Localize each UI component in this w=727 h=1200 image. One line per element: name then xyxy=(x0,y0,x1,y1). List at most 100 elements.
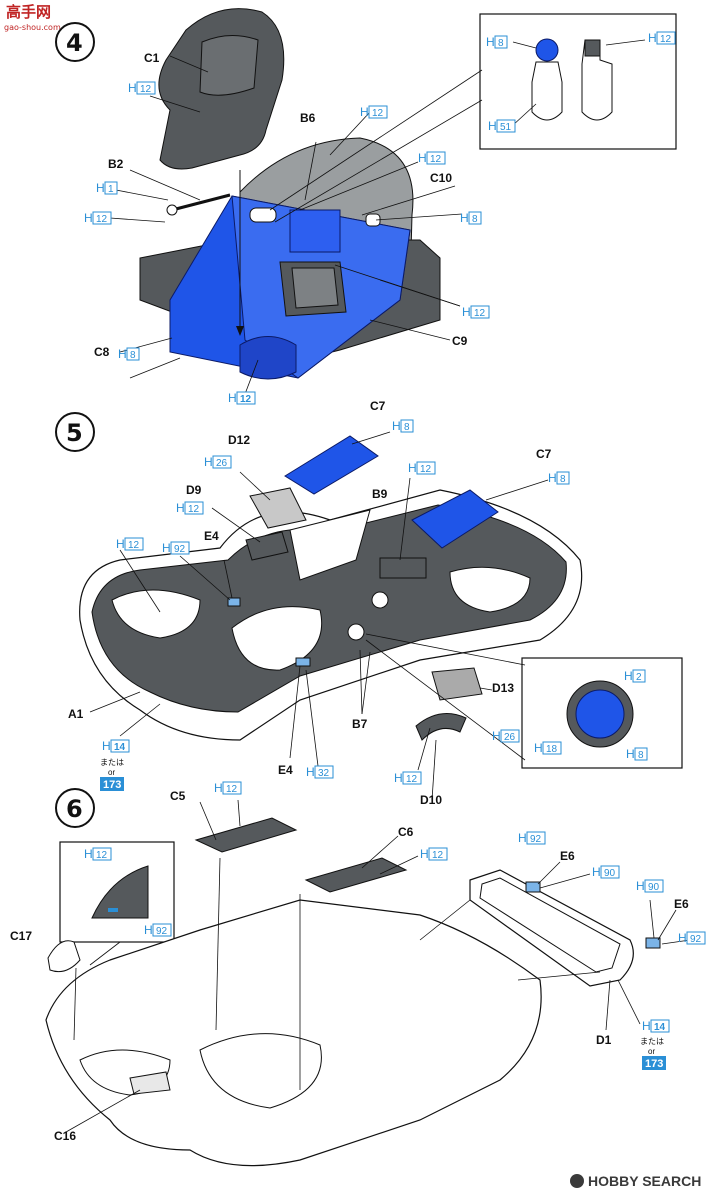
part-d13 xyxy=(431,667,483,701)
paint-number: 12 xyxy=(140,84,152,95)
label-c1: C1 xyxy=(144,51,160,65)
paint-box xyxy=(170,541,190,555)
paint-box xyxy=(236,391,256,405)
paint-box xyxy=(468,211,482,225)
inset-gauge-face xyxy=(575,689,625,739)
inset-gray-tab xyxy=(584,39,601,57)
watermark-logo: 高手网 gao-shou.com xyxy=(4,3,61,32)
inset-c17-gray xyxy=(91,865,149,919)
paint-prefix: H xyxy=(360,105,369,119)
paint-prefix: H xyxy=(678,931,687,945)
paint-number: 90 xyxy=(648,882,660,893)
step-6-number: 6 xyxy=(66,795,83,823)
paint-box xyxy=(428,847,448,861)
paint-number: 12 xyxy=(96,850,108,861)
alt-matawa: または xyxy=(100,758,124,767)
footer-watermark: HOBBY SEARCH xyxy=(570,1173,701,1189)
label-d13: D13 xyxy=(492,681,514,695)
paint-number: 12 xyxy=(420,464,432,475)
paint-box xyxy=(212,455,232,469)
alt-code-d1: 173 xyxy=(645,1058,663,1070)
inset-part-left xyxy=(531,61,563,121)
paint-prefix: H xyxy=(162,541,171,555)
paint-prefix: H xyxy=(624,669,633,683)
paint-box xyxy=(644,879,664,893)
paint-box xyxy=(402,771,422,785)
cover-c7-right xyxy=(411,489,499,549)
paint-number: 8 xyxy=(560,474,566,485)
label-c7-right: C7 xyxy=(536,447,552,461)
label-c7-left: C7 xyxy=(370,399,386,413)
paint-prefix: H xyxy=(228,391,237,405)
paint-number: 26 xyxy=(504,732,516,743)
paint-number: 12 xyxy=(432,850,444,861)
paint-number: 12 xyxy=(372,108,384,119)
paint-prefix: H xyxy=(116,537,125,551)
label-d12: D12 xyxy=(228,433,250,447)
part-e6-left xyxy=(525,881,541,893)
paint-box xyxy=(400,419,414,433)
paint-prefix: H xyxy=(306,765,315,779)
paint-prefix: H xyxy=(548,471,557,485)
paint-box xyxy=(426,151,446,165)
paint-prefix: H xyxy=(118,347,127,361)
paint-box xyxy=(416,461,436,475)
label-e4-top: E4 xyxy=(204,529,219,543)
paint-box xyxy=(656,31,676,45)
paint-prefix: H xyxy=(418,151,427,165)
paint-number: 12 xyxy=(96,214,108,225)
label-b7: B7 xyxy=(352,717,368,731)
step-4-circle xyxy=(55,22,95,62)
rail-d1 xyxy=(469,869,634,987)
label-c17: C17 xyxy=(10,929,32,943)
part-d10 xyxy=(415,713,467,741)
paint-box xyxy=(634,747,648,761)
label-c10: C10 xyxy=(430,171,452,185)
paint-prefix: H xyxy=(460,211,469,225)
paint-box xyxy=(496,119,516,133)
paint-box xyxy=(126,347,140,361)
label-d9: D9 xyxy=(186,483,202,497)
paint-number: 92 xyxy=(690,934,702,945)
paint-box xyxy=(494,35,508,49)
label-c5: C5 xyxy=(170,789,186,803)
paint-prefix: H xyxy=(648,31,657,45)
paint-box xyxy=(136,81,156,95)
part-b9 xyxy=(379,557,427,579)
paint-prefix: H xyxy=(486,35,495,49)
paint-number: 12 xyxy=(474,308,486,319)
part-c16 xyxy=(129,1071,171,1095)
paint-number: 18 xyxy=(546,744,558,755)
label-c6: C6 xyxy=(398,825,414,839)
paint-number: 32 xyxy=(318,768,330,779)
paint-number: 14 xyxy=(114,742,126,753)
lever-b2 xyxy=(171,193,231,212)
paint-box xyxy=(124,537,144,551)
panel-c5 xyxy=(194,817,298,853)
alt-or-d1: or xyxy=(648,1047,655,1056)
paint-number: 92 xyxy=(530,834,542,845)
paint-box xyxy=(650,1019,670,1033)
paint-prefix: H xyxy=(392,419,401,433)
alt-code: 173 xyxy=(103,779,121,791)
paint-number: 8 xyxy=(638,750,644,761)
alt-callout-a1: または or 173 xyxy=(100,758,124,791)
paint-number: 8 xyxy=(498,38,504,49)
